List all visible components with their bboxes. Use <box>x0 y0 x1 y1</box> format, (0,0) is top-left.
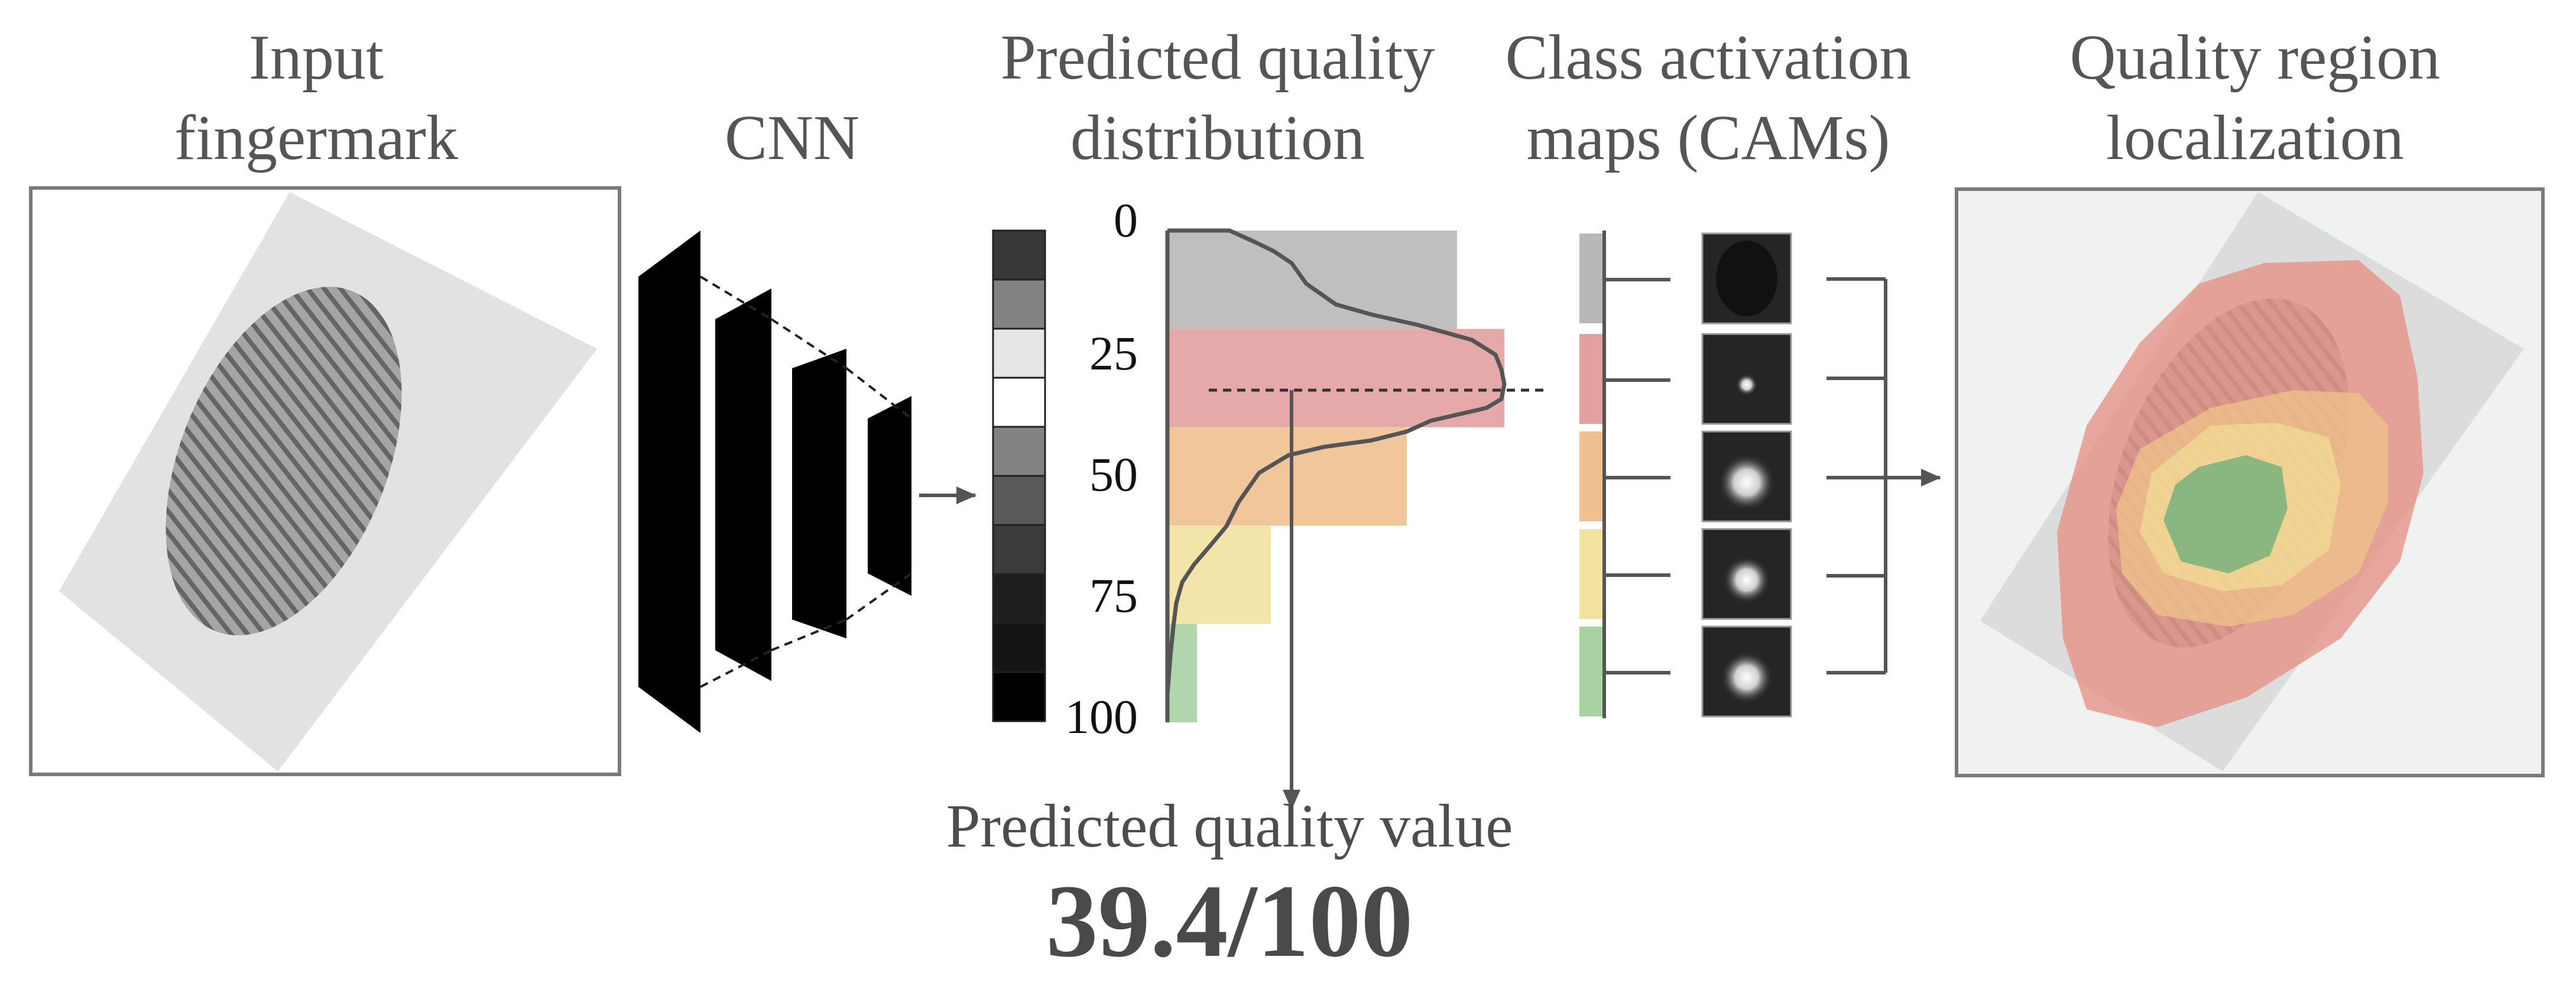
distribution-tick-label: 50 <box>1089 447 1138 501</box>
class-cell <box>992 524 1046 575</box>
class-cell <box>992 426 1046 477</box>
heading-predicted-distribution: Predicted quality distribution <box>1000 22 1435 173</box>
predicted-quality-label: Predicted quality value <box>946 792 1513 860</box>
distribution-bands <box>1167 231 1504 722</box>
input-fingermark-image <box>29 186 621 776</box>
heading-cnn: CNN <box>724 103 860 173</box>
heading-class-activation-maps: Class activation maps (CAMs) <box>1505 22 1912 173</box>
cam-maps <box>1701 232 1792 718</box>
quality-region-localization-image <box>1955 187 2545 777</box>
distribution-band <box>1167 526 1271 624</box>
distribution-band <box>1167 427 1407 526</box>
class-cell <box>992 573 1046 624</box>
cnn-layer-4 <box>868 396 911 596</box>
cam-activation <box>1721 651 1773 703</box>
class-cell <box>992 622 1046 673</box>
cnn-layer-1 <box>638 231 700 733</box>
predicted-quality-value: 39.4/100 <box>1046 864 1413 979</box>
cam-class-swatch <box>1579 334 1604 424</box>
cam-activation <box>1723 556 1770 604</box>
distribution-tick-label: 100 <box>1065 690 1138 744</box>
class-cell <box>992 671 1046 722</box>
distribution-band <box>1167 329 1504 427</box>
distribution-tick-label: 0 <box>1114 193 1138 247</box>
cam-color-bar <box>1579 231 1670 718</box>
class-cell <box>992 229 1046 281</box>
cnn-layer-2 <box>715 288 771 681</box>
class-cell <box>992 377 1046 428</box>
cnn-layer-3 <box>792 349 846 638</box>
distribution-band <box>1167 231 1457 329</box>
cam-class-swatch <box>1579 529 1604 619</box>
distribution-ticks: 0 25 50 75 100 <box>1065 193 1138 744</box>
class-cell <box>992 278 1046 330</box>
cam-class-swatch <box>1579 432 1604 521</box>
cam-merge-bracket <box>1826 277 1887 674</box>
distribution-curve <box>1165 228 1507 722</box>
distribution-tick-label: 75 <box>1089 569 1138 622</box>
heading-quality-localization: Quality region localization <box>2069 22 2441 173</box>
class-grayscale-bar <box>992 229 1046 722</box>
cnn-layers <box>638 231 913 733</box>
heading-input-fingermark: Input fingermark <box>174 22 458 173</box>
cam-class-swatch <box>1579 627 1604 716</box>
cam-class-swatch <box>1579 233 1604 323</box>
cam-activation <box>1736 374 1757 395</box>
distribution-tick-label: 25 <box>1089 326 1138 380</box>
cam-activation <box>1718 454 1775 511</box>
class-cell <box>992 327 1046 379</box>
cam-activation <box>1716 241 1777 316</box>
class-cell <box>992 475 1046 526</box>
